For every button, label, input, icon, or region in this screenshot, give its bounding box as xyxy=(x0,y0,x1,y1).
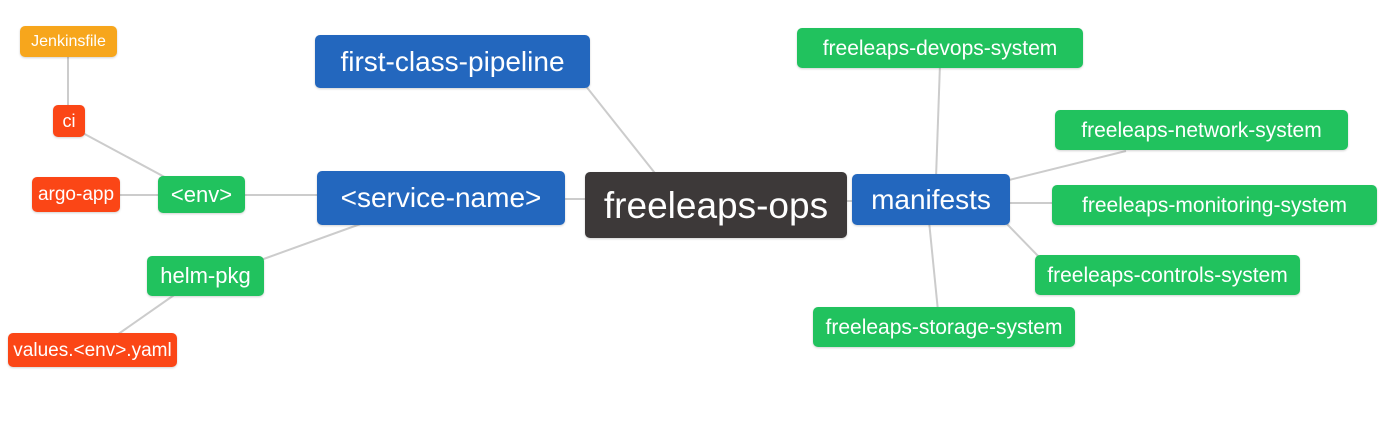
node-first-class-pipeline[interactable]: first-class-pipeline xyxy=(315,35,590,88)
edge-helm-pkg-to-values-yaml xyxy=(113,292,178,338)
node-manifests[interactable]: manifests xyxy=(852,174,1010,225)
node-label: argo-app xyxy=(37,184,115,205)
node-jenkinsfile[interactable]: Jenkinsfile xyxy=(20,26,117,57)
node-label: Jenkinsfile xyxy=(31,32,106,50)
node-freeleaps-ops[interactable]: freeleaps-ops xyxy=(585,172,847,238)
node-label: freeleaps-network-system xyxy=(1081,118,1322,142)
node-service-name[interactable]: <service-name> xyxy=(317,171,565,225)
node-monitoring[interactable]: freeleaps-monitoring-system xyxy=(1052,185,1377,225)
node-label: freeleaps-ops xyxy=(603,184,829,226)
node-values-yaml[interactable]: values.<env>.yaml xyxy=(8,333,177,367)
node-ci[interactable]: ci xyxy=(53,105,85,137)
node-argo-app[interactable]: argo-app xyxy=(32,177,120,212)
node-network[interactable]: freeleaps-network-system xyxy=(1055,110,1348,150)
node-controls[interactable]: freeleaps-controls-system xyxy=(1035,255,1300,295)
node-label: freeleaps-monitoring-system xyxy=(1082,193,1347,217)
edge-service-name-to-helm-pkg xyxy=(257,221,367,262)
edge-manifests-to-devops xyxy=(935,63,941,179)
edge-manifests-to-controls xyxy=(1004,221,1042,260)
node-devops[interactable]: freeleaps-devops-system xyxy=(797,28,1083,68)
node-label: <env> xyxy=(170,181,233,207)
edge-manifests-to-network xyxy=(1004,150,1127,182)
node-label: values.<env>.yaml xyxy=(13,339,172,361)
node-label: first-class-pipeline xyxy=(340,45,565,77)
node-label: freeleaps-controls-system xyxy=(1047,263,1288,287)
edge-manifests-to-storage xyxy=(928,220,939,312)
node-label: manifests xyxy=(871,183,991,215)
node-env[interactable]: <env> xyxy=(158,176,245,213)
node-label: helm-pkg xyxy=(160,263,251,288)
edge-ci-to-env xyxy=(78,130,173,182)
node-label: freeleaps-storage-system xyxy=(825,315,1063,339)
node-storage[interactable]: freeleaps-storage-system xyxy=(813,307,1075,347)
node-label: freeleaps-devops-system xyxy=(822,36,1058,60)
edge-first-class-pipeline-to-freeleaps-ops xyxy=(584,84,659,178)
node-helm-pkg[interactable]: helm-pkg xyxy=(147,256,264,296)
node-label: ci xyxy=(62,111,76,131)
node-label: <service-name> xyxy=(340,182,542,213)
